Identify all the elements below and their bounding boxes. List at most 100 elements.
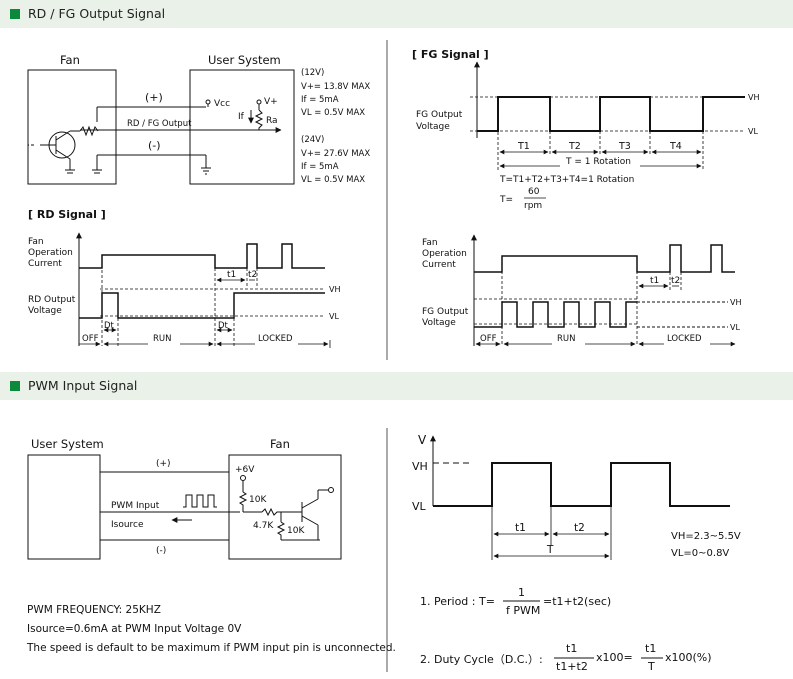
fg-timing-t2-label: t2: [671, 276, 680, 286]
rd-dt-label-1: Dt: [104, 321, 115, 331]
pwm-section-header: PWM Input Signal: [0, 372, 793, 400]
rd-output-voltage-label-2: Voltage: [28, 306, 62, 316]
spec-24v: (24V) V+= 27.6V MAX If = 5mA VL = 0.5V M…: [301, 135, 370, 185]
fg-output-voltage-label-2: Voltage: [416, 122, 450, 132]
duty-numerator-2: t1: [645, 642, 657, 655]
vplus-label: V+: [264, 97, 278, 107]
svg-text:(12V): (12V): [301, 68, 324, 78]
rd-off-label: OFF: [82, 334, 99, 344]
rd-locked-label: LOCKED: [258, 334, 293, 344]
r10k-a-label: 10K: [249, 495, 267, 505]
section-bullet-icon: [10, 9, 20, 19]
period-suffix: =t1+t2(sec): [543, 595, 612, 608]
pwm-vh-label: VH: [412, 460, 428, 473]
pwm-user-system-label: User System: [31, 437, 104, 451]
svg-text:V+= 27.6V MAX: V+= 27.6V MAX: [301, 149, 370, 159]
rd-vl-label: VL: [329, 312, 339, 321]
fg-timing-output-label-2: Voltage: [422, 318, 456, 328]
fg-t2-label: T2: [568, 141, 581, 152]
fg-t1-label: T1: [517, 141, 530, 152]
fg-t4-label: T4: [669, 141, 682, 152]
rd-fan-current-label-3: Current: [28, 259, 62, 269]
pwm-input-label: PWM Input: [111, 501, 160, 511]
v6-label: +6V: [235, 465, 255, 475]
period-prefix: 1. Period : T=: [420, 595, 495, 608]
rd-fg-section-title: RD / FG Output Signal: [28, 6, 166, 21]
svg-text:(24V): (24V): [301, 135, 324, 145]
rd-fg-circuit: [27, 69, 295, 185]
fg-rotation-label: T = 1 Rotation: [565, 157, 631, 167]
fan-box: [27, 69, 117, 185]
rd-fan-current-label: Fan: [28, 237, 44, 247]
pwm-t2-label: t2: [574, 522, 585, 534]
fg-output-voltage-label: FG Output: [416, 110, 463, 120]
fan-label: Fan: [60, 53, 80, 67]
fg-t-eq: T=: [499, 195, 513, 205]
fg-timing-vh-label: VH: [730, 298, 742, 307]
pwm-circuit: [27, 454, 342, 560]
pwm-vl-spec: VL=0~0.8V: [671, 548, 729, 559]
duty-mid: x100=: [596, 651, 633, 664]
fg-timing-vl-label: VL: [730, 323, 740, 332]
svg-text:VL = 0.5V MAX: VL = 0.5V MAX: [301, 108, 365, 118]
rd-dt-label-2: Dt: [218, 321, 229, 331]
fg-sum-formula: T=T1+T2+T3+T4=1 Rotation: [499, 175, 634, 185]
rd-t1-label: t1: [227, 270, 236, 280]
period-denominator: f PWM: [506, 604, 541, 617]
vcc-label: Vcc: [214, 99, 230, 109]
fg-timing-waveform: [471, 234, 736, 347]
pwm-t1-label: t1: [515, 522, 526, 534]
fg-vh-label: VH: [748, 93, 760, 102]
svg-text:If = 5mA: If = 5mA: [301, 95, 339, 105]
isource-label: Isource: [111, 520, 144, 530]
duty-numerator-1: t1: [566, 642, 578, 655]
fg-signal-title: [ FG Signal ]: [412, 48, 489, 61]
duty-denominator-2: T: [648, 660, 655, 673]
section-bullet-icon: [10, 381, 20, 391]
rd-signal-waveform: [76, 232, 331, 348]
fg-timing-run-label: RUN: [557, 334, 576, 344]
pwm-section-title: PWM Input Signal: [28, 378, 138, 393]
user-system-box: [189, 69, 295, 185]
pwm-note-isource: Isource=0.6mA at PWM Input Voltage 0V: [27, 623, 242, 635]
spec-12v: (12V) V+= 13.8V MAX If = 5mA VL = 0.5V M…: [301, 68, 370, 118]
fg-timing-off-label: OFF: [480, 334, 497, 344]
pwm-plus-label: (+): [156, 459, 171, 469]
svg-text:VL = 0.5V MAX: VL = 0.5V MAX: [301, 175, 365, 185]
pwm-vh-spec: VH=2.3~5.5V: [671, 531, 741, 542]
fg-t-numerator: 60: [528, 187, 540, 197]
pwm-note-default: The speed is default to be maximum if PW…: [27, 642, 396, 654]
pwm-t-label: T: [546, 544, 554, 556]
plus-label: (+): [145, 91, 163, 104]
rd-fg-output-label: RD / FG Output: [127, 119, 192, 129]
r10k-b-label: 10K: [287, 526, 305, 536]
duty-prefix: 2. Duty Cycle（D.C.）:: [420, 653, 543, 666]
r47k-label: 4.7K: [253, 521, 274, 531]
fg-signal-waveform: [470, 61, 745, 199]
fg-fan-current-label-3: Current: [422, 260, 456, 270]
ra-label: Ra: [266, 116, 278, 126]
rd-t2-label: t2: [248, 270, 257, 280]
fg-fan-current-label: Fan: [422, 238, 438, 248]
fg-t-denominator: rpm: [524, 201, 542, 211]
fg-timing-output-label: FG Output: [422, 307, 469, 317]
pwm-vl-label: VL: [412, 500, 427, 513]
pwm-v-label: V: [418, 433, 427, 447]
period-numerator: 1: [518, 586, 525, 599]
formula-fraction-bars: [503, 600, 663, 659]
duty-denominator-1: t1+t2: [556, 660, 588, 673]
minus-label: (-): [148, 139, 161, 152]
fg-fan-current-label-2: Operation: [422, 249, 467, 259]
rd-run-label: RUN: [153, 334, 172, 344]
fg-timing-t1-label: t1: [650, 276, 659, 286]
pwm-fan-label: Fan: [270, 437, 290, 451]
pwm-waveform: [430, 435, 730, 560]
svg-text:If = 5mA: If = 5mA: [301, 162, 339, 172]
rd-output-voltage-label: RD Output: [28, 295, 76, 305]
fg-timing-locked-label: LOCKED: [667, 334, 702, 344]
svg-text:V+= 13.8V MAX: V+= 13.8V MAX: [301, 82, 370, 92]
duty-suffix: x100(%): [665, 651, 712, 664]
rd-fg-section-header: RD / FG Output Signal: [0, 0, 793, 28]
if-label: If: [238, 112, 245, 122]
